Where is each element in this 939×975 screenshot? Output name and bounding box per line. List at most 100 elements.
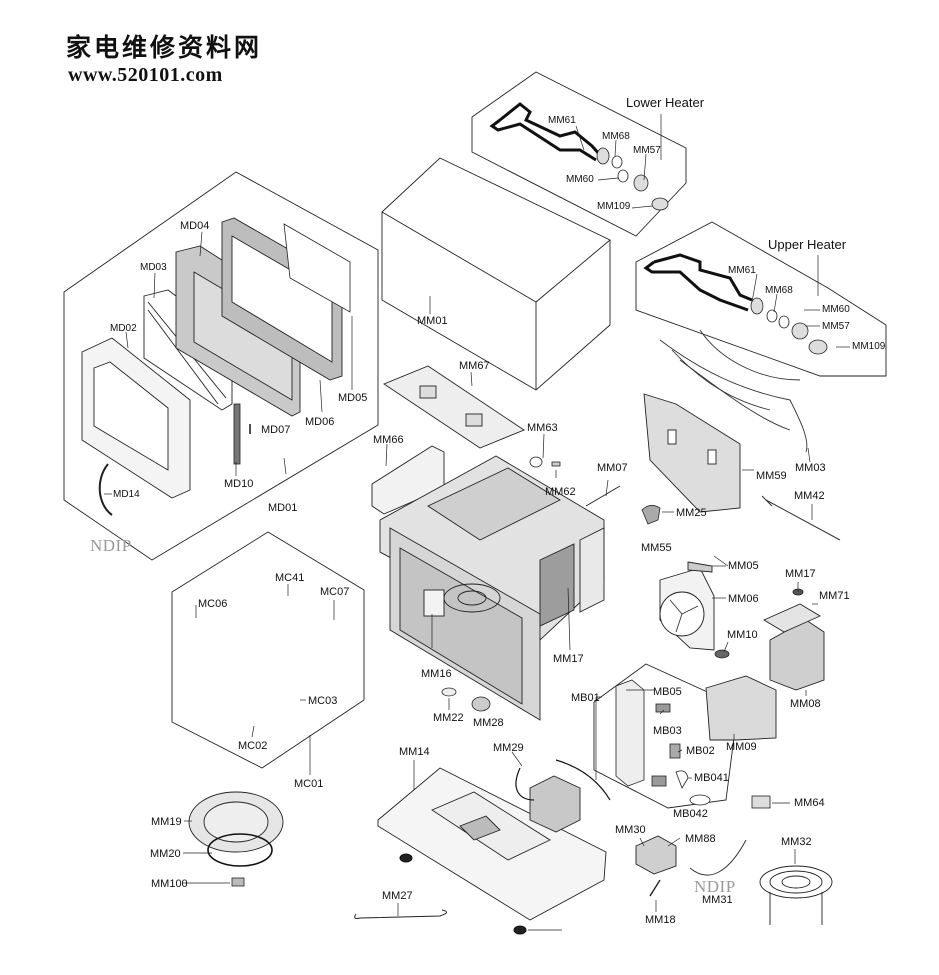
part-label: MM61 — [548, 115, 576, 126]
part-label: MM01 — [417, 315, 448, 327]
part-label: MM10 — [727, 629, 758, 641]
part-label: MD06 — [305, 416, 335, 428]
part-label: MM88 — [685, 833, 716, 845]
part-label: MM06 — [728, 593, 759, 605]
wire-mm100 — [354, 909, 447, 919]
part-label: MM68 — [602, 131, 630, 142]
gasket-mm10 — [714, 649, 730, 659]
part-label: MD05 — [338, 392, 368, 404]
part-label: MM59 — [756, 470, 787, 482]
hv-diode-mm31 — [649, 879, 661, 897]
part-label: MD10 — [224, 478, 254, 490]
waveguide-plate-mm59 — [643, 393, 741, 513]
lower-heater-group-outline — [471, 71, 687, 237]
part-label: MM03 — [795, 462, 826, 474]
part-label: MM63 — [527, 422, 558, 434]
part-label: MM07 — [597, 462, 628, 474]
part-label: MM17 — [553, 653, 584, 665]
part-label: MD02 — [110, 323, 137, 334]
lever-mb042 — [689, 794, 711, 806]
part-label: MD04 — [180, 220, 210, 232]
part-label: MM62 — [545, 486, 576, 498]
assembly-label: MB01 — [571, 692, 600, 704]
control-group-outline — [171, 531, 365, 769]
assembly-label: MC01 — [294, 778, 324, 790]
coupler-mm20 — [231, 877, 245, 887]
part-label: MM57 — [633, 145, 661, 156]
part-label: MM55 — [641, 542, 672, 554]
cable-mm07 — [585, 485, 621, 507]
part-label: MD03 — [140, 262, 167, 273]
upper-heater-group-outline — [635, 221, 887, 377]
part-label: MM100 — [151, 878, 188, 890]
assembly-label: MD01 — [268, 502, 298, 514]
clamp-mm25 — [641, 505, 661, 525]
hv-capacitor-mm29 — [635, 835, 677, 875]
part-label: MM68 — [765, 285, 793, 296]
part-label: MM30 — [615, 824, 646, 836]
part-label: MC03 — [308, 695, 338, 707]
upper-heater-element — [643, 253, 753, 312]
part-label: MM05 — [728, 560, 759, 572]
latch-mm63 — [529, 456, 543, 468]
part-label: MM22 — [433, 712, 464, 724]
door-group-outline — [63, 171, 379, 561]
part-label: MM64 — [794, 797, 825, 809]
part-label: MM60 — [822, 304, 850, 315]
door-frame-md02 — [81, 337, 191, 499]
part-label: MD07 — [261, 424, 291, 436]
lower-heater-fittings — [596, 147, 669, 211]
watermark-ndip: NDIP — [694, 877, 736, 896]
part-label: MM61 — [728, 265, 756, 276]
part-label: MM17 — [785, 568, 816, 580]
outer-case-part — [381, 157, 611, 391]
part-label: MC07 — [320, 586, 350, 598]
part-label: MM09 — [726, 741, 757, 753]
part-label: MC06 — [198, 598, 228, 610]
part-label: MM18 — [645, 914, 676, 926]
lower-heater-element — [489, 102, 602, 162]
hv-transformer — [529, 775, 581, 833]
part-label: MB02 — [686, 745, 715, 757]
base-plate-mm28 — [377, 767, 607, 921]
door-film-md05 — [283, 223, 351, 313]
fuse-mm32 — [689, 839, 747, 876]
roller-ring-mm19 — [207, 833, 273, 867]
grill-rack-mm64 — [759, 865, 833, 925]
part-label: MM08 — [790, 698, 821, 710]
part-label: MC41 — [275, 572, 305, 584]
part-label: MM32 — [781, 836, 812, 848]
terminal-mm88 — [751, 795, 771, 809]
part-label: MM29 — [493, 742, 524, 754]
part-label: MM109 — [852, 341, 886, 352]
part-label: MM25 — [676, 507, 707, 519]
upper-heater-fittings — [750, 297, 828, 355]
part-label: MB041 — [694, 772, 729, 784]
part-label: MD14 — [113, 489, 140, 500]
clip-mm62 — [551, 461, 561, 467]
top-cover-mm67 — [383, 365, 525, 449]
part-label: MM27 — [382, 890, 413, 902]
part-label: MB03 — [653, 725, 682, 737]
transformer-wires — [515, 759, 611, 801]
motor-mm22 — [471, 696, 491, 712]
part-label: MC02 — [238, 740, 268, 752]
part-label: MM109 — [597, 201, 631, 212]
base-bracket-group-outline — [593, 663, 739, 809]
base-bracket-mb05 — [615, 679, 645, 787]
part-label: MM31 — [702, 894, 733, 906]
site-url: www.520101.com — [68, 64, 223, 86]
group-title-lower-heater: Lower Heater — [626, 95, 705, 110]
part-label: MM60 — [566, 174, 594, 185]
part-label: MM19 — [151, 816, 182, 828]
power-cord-mm42 — [761, 495, 841, 541]
door-choke-md06 — [221, 217, 343, 381]
door-hinge-md10 — [233, 403, 241, 465]
part-label: MB05 — [653, 686, 682, 698]
magnetron-mm08 — [763, 603, 825, 691]
watermark-ndip: NDIP — [90, 536, 132, 555]
duct-mm09 — [705, 675, 777, 741]
part-label: MM66 — [373, 434, 404, 446]
